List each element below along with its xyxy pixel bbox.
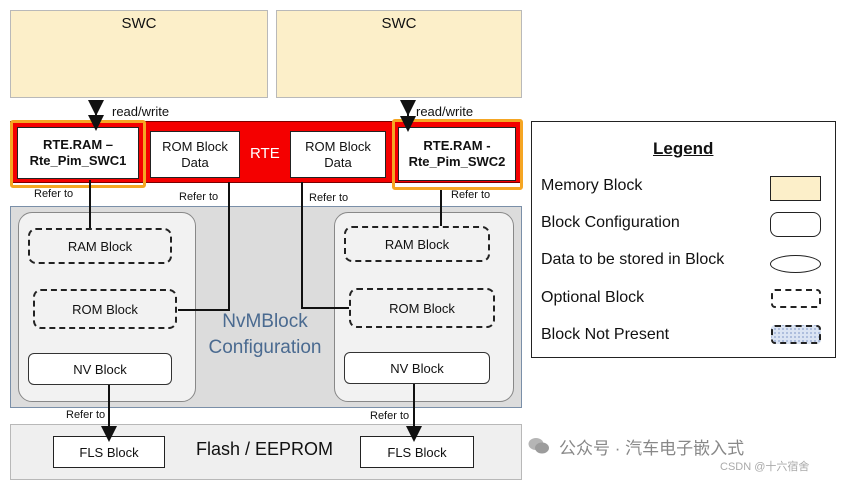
wechat-icon xyxy=(528,437,550,455)
refer-to-label: Refer to xyxy=(34,188,74,200)
refer-to-label: Refer to xyxy=(309,192,349,204)
legend-memory-swatch xyxy=(770,176,821,201)
refer-to-label: Refer to xyxy=(66,409,106,421)
ram-block-right: RAM Block xyxy=(344,226,490,262)
fls-block-left: FLS Block xyxy=(53,436,165,468)
read-write-left: read/write xyxy=(112,104,170,119)
swc-left: SWC xyxy=(10,10,268,98)
link-rom-left xyxy=(178,182,230,311)
flash-label: Flash / EEPROM xyxy=(196,439,334,459)
legend-not-present: Block Not Present xyxy=(541,326,670,343)
rom-block-data-2-label: ROM Block Data xyxy=(305,138,371,170)
fls-block-right-label: FLS Block xyxy=(387,444,447,460)
ram-block-left-label: RAM Block xyxy=(67,238,133,254)
legend-block-config: Block Configuration xyxy=(541,214,680,231)
legend xyxy=(531,121,836,358)
refer-to-label: Refer to xyxy=(179,191,219,203)
rom-block-right-label: ROM Block xyxy=(389,300,455,316)
refer-to-label: Refer to xyxy=(451,189,491,201)
nv-block-right: NV Block xyxy=(344,352,490,384)
rte-label: RTE xyxy=(250,145,280,162)
swc-left-label: SWC xyxy=(121,15,157,32)
legend-memory-block: Memory Block xyxy=(541,177,643,194)
legend-data-stored: Data to be stored in Block xyxy=(541,251,725,268)
legend-optional-block: Optional Block xyxy=(541,289,645,306)
link-rom-right xyxy=(301,182,349,309)
rom-block-left: ROM Block xyxy=(33,289,177,329)
nv-block-left: NV Block xyxy=(28,353,172,385)
rte-ram-swc1-label: RTE.RAM – Rte_Pim_SWC1 xyxy=(29,137,127,168)
swc-right-label: SWC xyxy=(381,15,417,32)
rom-block-data-1: ROM Block Data xyxy=(150,131,240,178)
fls-block-left-label: FLS Block xyxy=(79,444,139,460)
rte-ram-swc2-label: RTE.RAM - Rte_Pim_SWC2 xyxy=(408,138,506,169)
read-write-right: read/write xyxy=(416,104,474,119)
legend-config-swatch xyxy=(770,212,821,237)
rom-block-right: ROM Block xyxy=(349,288,495,328)
nvm-config-label: NvMBlock Configuration xyxy=(208,311,322,358)
swc-right: SWC xyxy=(276,10,522,98)
csdn-watermark: CSDN @十六宿舍 xyxy=(720,461,810,473)
nv-block-left-label: NV Block xyxy=(73,361,127,377)
refer-to-label: Refer to xyxy=(370,410,410,422)
highlight-swc1 xyxy=(10,120,146,188)
rom-block-left-label: ROM Block xyxy=(72,301,138,317)
ram-block-left: RAM Block xyxy=(28,228,172,264)
nv-block-right-label: NV Block xyxy=(390,360,444,376)
rom-block-data-1-label: ROM Block Data xyxy=(162,138,228,170)
rom-block-data-2: ROM Block Data xyxy=(290,131,386,178)
legend-not-present-swatch xyxy=(771,325,821,344)
watermark-text: 公众号 · 汽车电子嵌入式 xyxy=(559,439,745,458)
ram-block-right-label: RAM Block xyxy=(384,236,450,252)
legend-title: Legend xyxy=(653,139,714,158)
highlight-swc2 xyxy=(392,119,523,190)
legend-data-swatch xyxy=(770,255,821,273)
fls-block-right: FLS Block xyxy=(360,436,474,468)
rte-ram-swc2: RTE.RAM - Rte_Pim_SWC2 xyxy=(398,127,516,181)
legend-optional-swatch xyxy=(771,289,821,308)
rte-ram-swc1: RTE.RAM – Rte_Pim_SWC1 xyxy=(17,127,139,179)
